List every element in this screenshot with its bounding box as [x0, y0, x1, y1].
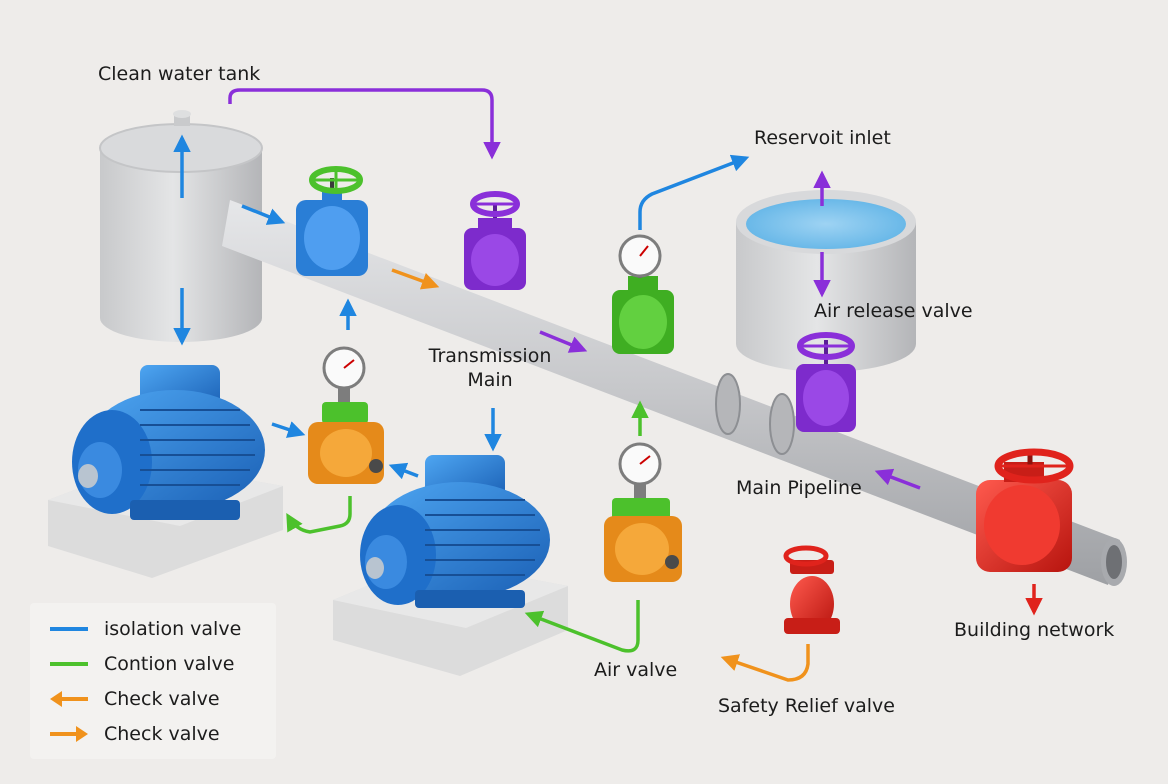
label-main-pipeline: Main Pipeline — [736, 477, 862, 499]
label-transmission-main: Transmission Main — [410, 344, 570, 392]
label-transmission-line1: Transmission — [428, 345, 552, 367]
main-pipeline-pipe — [222, 200, 1127, 586]
isolation-valve-blue-icon — [296, 166, 368, 276]
electric-pump-right-icon — [360, 455, 550, 608]
legend-item-check-right: Check valve — [48, 722, 220, 746]
label-building-network: Building network — [954, 619, 1115, 641]
label-safety-relief-valve: Safety Relief valve — [718, 695, 895, 717]
legend-item-check-left: Check valve — [48, 687, 220, 711]
label-air-valve: Air valve — [594, 659, 678, 681]
purple-valve-lower-icon — [796, 332, 856, 432]
reservoir-icon — [736, 190, 916, 372]
legend-line-green-icon — [50, 662, 88, 666]
legend-item-control: Contion valve — [48, 652, 234, 676]
purple-valve-upper-icon — [464, 191, 526, 290]
label-clean-water-tank: Clean water tank — [98, 63, 261, 85]
legend-label: isolation valve — [104, 618, 242, 640]
legend-arrow-left-orange-icon — [50, 691, 88, 707]
blue-flow-arrows — [173, 134, 750, 480]
gate-valve-red-icon — [976, 448, 1074, 572]
label-air-release-valve: Air release valve — [814, 300, 973, 322]
label-reservoir-inlet: Reservoit inlet — [754, 127, 891, 149]
safety-relief-valve-icon — [783, 545, 840, 634]
legend-label: Check valve — [104, 688, 220, 710]
legend-label: Check valve — [104, 723, 220, 745]
check-valve-orange-left-icon — [308, 346, 384, 484]
legend-line-blue-icon — [50, 627, 88, 631]
control-valve-green-icon — [612, 234, 674, 354]
legend-label: Contion valve — [104, 653, 235, 675]
label-transmission-line2: Main — [467, 369, 513, 391]
air-valve-orange-icon — [604, 442, 682, 582]
electric-pump-left-icon — [72, 365, 265, 520]
green-flow-arrows — [286, 400, 649, 653]
orange-flow-arrows — [391, 268, 810, 682]
purple-flow-arrows — [228, 88, 921, 490]
legend-arrow-right-orange-icon — [50, 726, 88, 742]
clean-water-tank-icon — [99, 110, 263, 342]
legend-panel: isolation valve Contion valve Check valv… — [30, 603, 276, 759]
legend-item-isolation: isolation valve — [48, 617, 241, 641]
